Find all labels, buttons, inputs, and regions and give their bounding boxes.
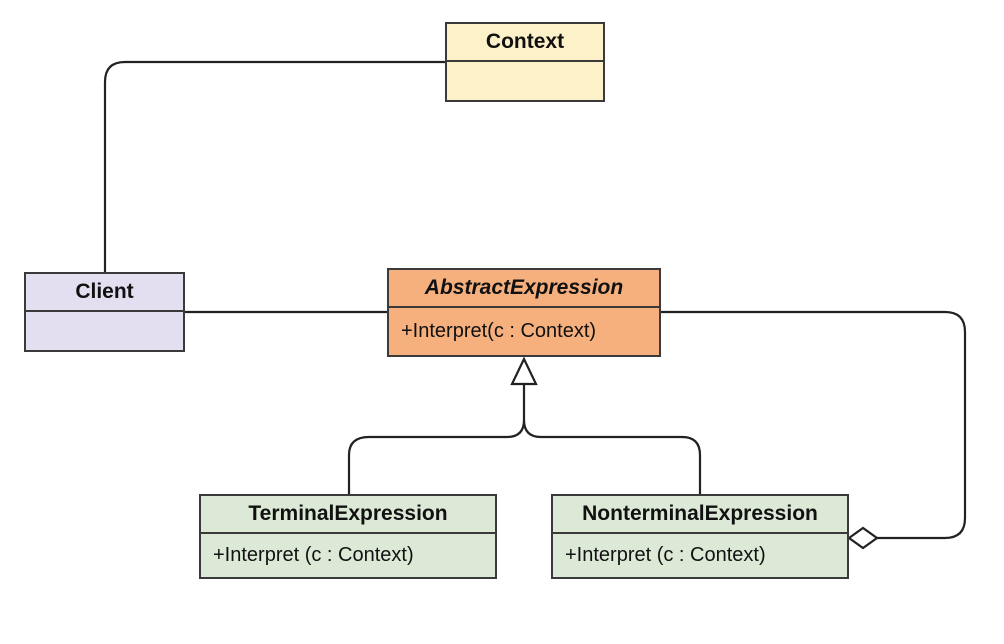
context-class-name: Context	[447, 24, 603, 62]
client-class[interactable]: Client	[24, 272, 185, 352]
terminal-expression-method: +Interpret (c : Context)	[213, 544, 414, 566]
context-class[interactable]: Context	[445, 22, 605, 102]
context-class-members	[447, 62, 603, 100]
aggregation-diamond	[847, 526, 879, 550]
generalization-arrowhead	[510, 356, 538, 386]
client-class-name: Client	[26, 274, 183, 312]
nonterminal-generalization-line	[522, 419, 702, 494]
abstract-expression-method: +Interpret(c : Context)	[401, 320, 597, 342]
terminal-expression-class-name: TerminalExpression	[201, 496, 495, 534]
abstract-expression-class[interactable]: AbstractExpression +Interpret(c : Contex…	[387, 268, 661, 357]
nonterminal-expression-class-name: NonterminalExpression	[553, 496, 847, 534]
nonterminal-expression-class[interactable]: NonterminalExpression +Interpret (c : Co…	[551, 494, 849, 579]
client-class-members	[26, 312, 183, 350]
terminal-generalization-line	[347, 384, 526, 494]
abstract-expression-class-name: AbstractExpression	[389, 270, 659, 308]
nonterminal-expression-method: +Interpret (c : Context)	[565, 544, 766, 566]
terminal-expression-class[interactable]: TerminalExpression +Interpret (c : Conte…	[199, 494, 497, 579]
client-context-association	[103, 60, 445, 272]
aggregation-line	[661, 310, 967, 540]
